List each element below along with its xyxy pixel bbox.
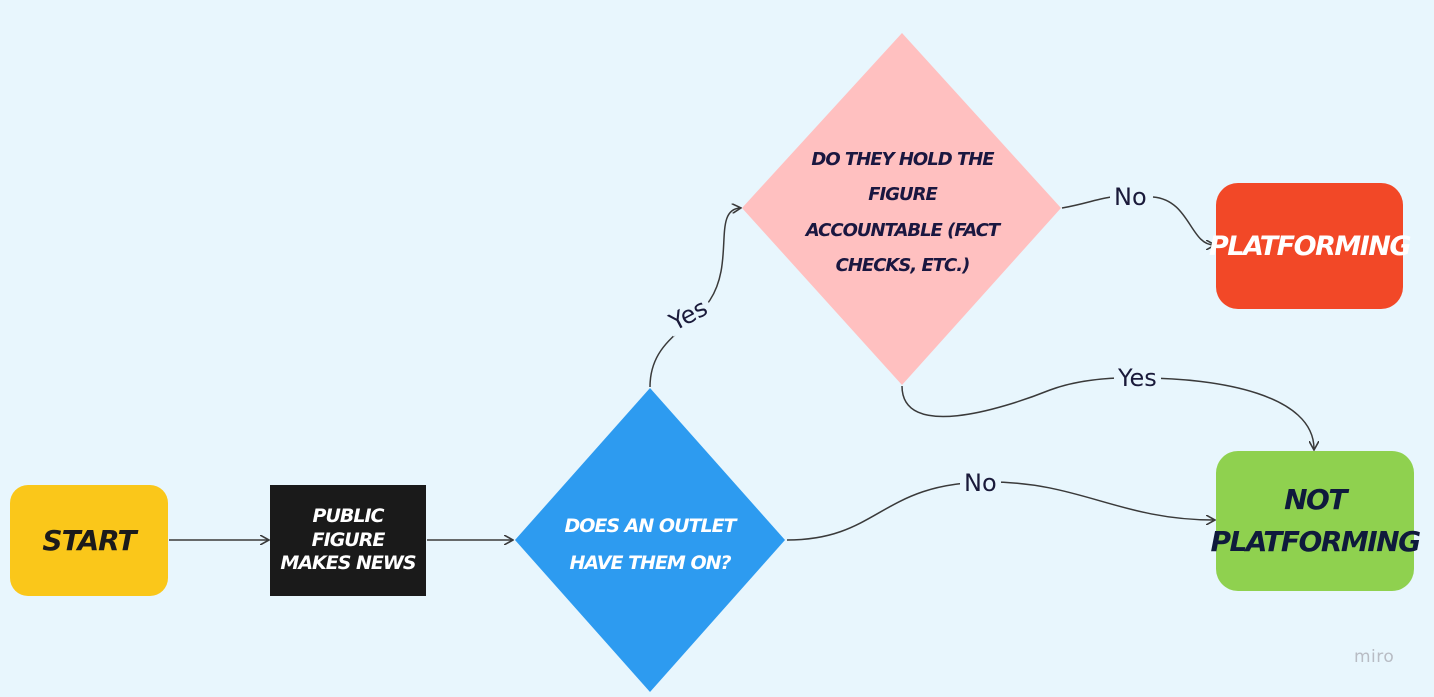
accountable-decision-diamond[interactable] <box>742 33 1061 385</box>
edge-outlet-yes <box>649 208 740 388</box>
outlet-line1: DOES AN <box>564 514 654 537</box>
not-platforming-node[interactable]: NOT PLATFORMING <box>1210 451 1421 591</box>
news-label-line1: PUBLIC FIGURE <box>311 504 386 551</box>
outlet-line2: OUTLET HAVE <box>569 514 736 574</box>
edge-label-accountable-yes: Yes <box>1114 366 1161 390</box>
accountable-line5: ETC.) <box>921 254 970 276</box>
accountable-line2: THE FIGURE <box>868 149 994 206</box>
platforming-node[interactable]: PLATFORMING <box>1209 183 1412 309</box>
miro-watermark: miro <box>1354 647 1395 667</box>
accountable-line1: DO THEY HOLD <box>811 149 952 171</box>
edge-label-outlet-no: No <box>960 471 1001 495</box>
not-platforming-line2: PLATFORMING <box>1210 525 1421 558</box>
news-label-line2: MAKES NEWS <box>280 552 416 575</box>
outlet-decision-label: DOES AN OUTLET HAVE THEM ON? <box>560 470 740 620</box>
not-platforming-line1: NOT <box>1284 483 1347 516</box>
outlet-decision-diamond[interactable] <box>515 388 785 692</box>
outlet-line3: THEM ON? <box>628 552 731 574</box>
accountable-decision-label: DO THEY HOLD THE FIGURE ACCOUNTABLE (FAC… <box>805 110 1000 315</box>
public-figure-news-node[interactable]: PUBLIC FIGURE MAKES NEWS <box>270 485 426 596</box>
platforming-label: PLATFORMING <box>1208 230 1412 262</box>
accountable-line4: (FACT CHECKS, <box>835 219 1001 276</box>
edge-accountable-yes <box>901 377 1314 449</box>
start-node[interactable]: START <box>10 485 168 596</box>
accountable-line3: ACCOUNTABLE <box>805 219 943 241</box>
edge-accountable-no <box>1061 196 1214 245</box>
start-label: START <box>42 524 136 557</box>
edge-label-accountable-no: No <box>1110 185 1151 209</box>
